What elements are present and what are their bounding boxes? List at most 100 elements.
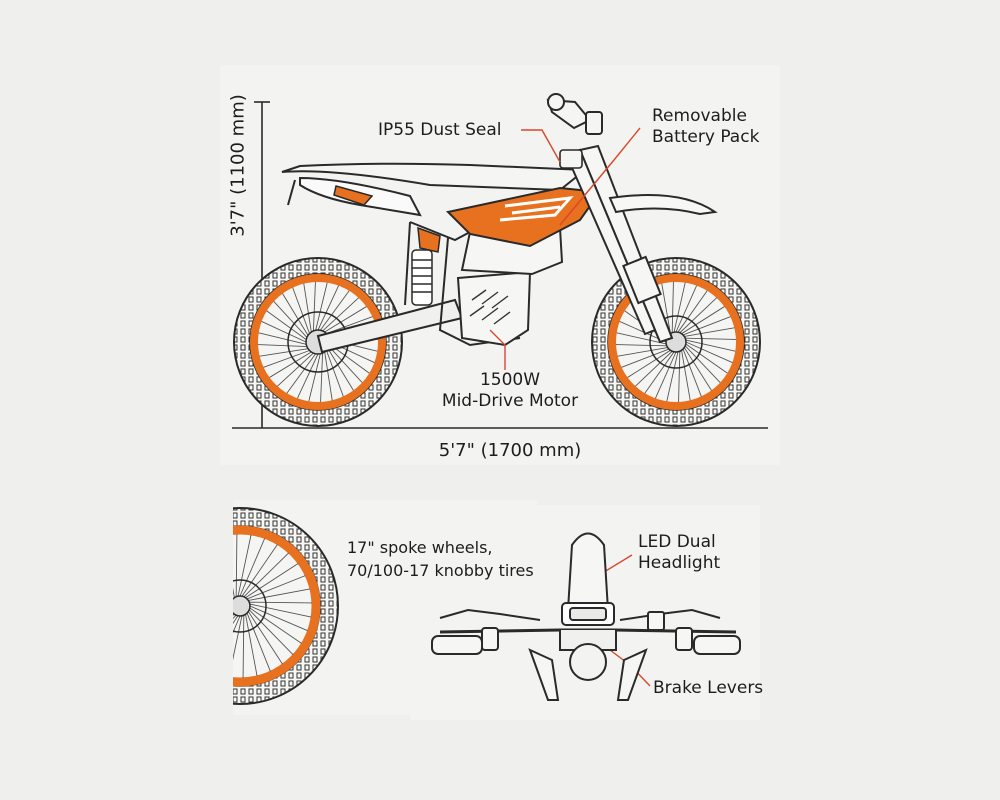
wheel-spoke (233, 615, 241, 634)
wheel-spoke (249, 607, 302, 644)
wheel-spoke (233, 614, 237, 619)
wheels-label: 17" spoke wheels, 70/100-17 knobby tires (347, 536, 534, 582)
wheel-spoke (326, 350, 344, 397)
wheel-spoke (666, 351, 679, 402)
battery-label-line1: Removable (652, 106, 747, 126)
wheel-spoke (237, 534, 252, 597)
wheel-spoke (324, 306, 367, 333)
rear-wheel (233, 257, 403, 427)
wheel-spoke (247, 611, 283, 665)
wheel-spoke (249, 603, 312, 618)
wheel-spoke (282, 293, 309, 336)
wheel-spoke (292, 287, 310, 334)
wheel-spoke (678, 351, 681, 402)
wheel-spoke (233, 597, 234, 599)
tail-accent (333, 185, 374, 206)
wheel-spoke (322, 297, 359, 332)
wheel-spoke (617, 347, 668, 357)
motor-label: 1500W Mid-Drive Motor (430, 370, 590, 412)
dust-seal-label: IP55 Dust Seal (378, 120, 502, 140)
wheel-spoke (233, 613, 235, 616)
wheel-spoke (242, 615, 245, 678)
wheel-spoke (644, 351, 675, 394)
wheel-spoke (233, 613, 234, 614)
headlight-label-line2: Headlight (638, 553, 721, 573)
wheel-spoke (675, 285, 697, 333)
handlebar-front (431, 532, 741, 701)
wheel-spoke (187, 557, 231, 602)
wheel-spoke (661, 283, 671, 334)
wheel-spoke (246, 612, 271, 672)
wheel-spoke (249, 601, 312, 604)
wheel-spoke (671, 282, 674, 333)
wheel-spoke (328, 346, 363, 383)
wheel-spoke (683, 347, 712, 391)
brake-levers-label: Brake Levers (653, 678, 764, 698)
handlebar-side (546, 93, 603, 135)
wheel-spoke (684, 327, 735, 337)
wheel-spoke (249, 605, 308, 632)
wheel-spoke (627, 349, 671, 378)
wheel-spoke (635, 350, 673, 387)
wheel-spoke (258, 344, 307, 348)
wheel-spoke (245, 563, 299, 599)
wheel-spoke (286, 353, 317, 394)
wheel-spoke (681, 350, 691, 401)
wheel-spoke (178, 569, 230, 604)
wheel-spoke (170, 612, 232, 623)
wheel-spoke (235, 534, 238, 597)
wheel-spoke (261, 321, 307, 343)
wheel-spoke (684, 345, 721, 383)
wheel-spoke (197, 548, 231, 601)
dust-seal-fitting (559, 149, 583, 169)
wheel-spoke (319, 290, 350, 331)
wheel-spoke (277, 352, 314, 387)
wheel-spoke (312, 282, 316, 331)
wheel-spoke (245, 614, 258, 677)
wheel-spoke (655, 351, 677, 399)
side-accent (417, 226, 441, 253)
motor-label-line1: 1500W (479, 370, 541, 390)
wheel-spoke (169, 595, 230, 608)
wheel-spoke (239, 538, 266, 597)
wheel-spoke (243, 552, 290, 598)
wheel-spoke (685, 343, 728, 374)
wheel-spoke (317, 285, 339, 331)
wheel-spoke (327, 348, 354, 391)
wheel-spoke (172, 581, 230, 606)
wheels-label-line1: 17" spoke wheels, (347, 538, 493, 557)
wheel-spoke (315, 282, 328, 331)
length-dimension-label: 5'7" (1700 mm) (438, 440, 582, 461)
wheel-spoke (679, 297, 717, 334)
wheel-spoke (248, 609, 294, 656)
front-wheel (591, 257, 761, 427)
wheel-spoke (233, 615, 239, 624)
motor-label-line2: Mid-Drive Motor (441, 391, 579, 411)
headlight-label: LED Dual Headlight (638, 532, 720, 574)
front-fender (608, 194, 718, 216)
wheel-spoke (269, 351, 312, 378)
wheel-spoke (682, 316, 731, 336)
front-fork (564, 144, 674, 344)
wheel-spoke (673, 282, 686, 333)
wheel-spoke (621, 348, 670, 368)
wheel-spoke (616, 344, 667, 347)
wheel-spoke (320, 353, 324, 402)
wheel-spoke (681, 306, 725, 335)
wheel-spoke (326, 316, 373, 334)
wheel-spoke (685, 337, 736, 340)
battery-side-panel (445, 186, 602, 248)
headlight-label-line1: LED Dual (638, 532, 716, 552)
wheel-spoke (685, 339, 736, 352)
battery-label-line2: Battery Pack (652, 127, 760, 147)
wheel-spoke (233, 587, 235, 598)
wheel-spoke (248, 588, 311, 601)
wheel-spoke (324, 351, 333, 401)
wheel-spoke (308, 353, 321, 402)
height-dimension-label: 3'7" (1100 mm) (227, 94, 249, 237)
wheel-spoke (233, 615, 243, 661)
wheel-spoke (246, 575, 306, 600)
wheel-spoke (303, 283, 312, 333)
wheel-spoke (685, 341, 733, 363)
